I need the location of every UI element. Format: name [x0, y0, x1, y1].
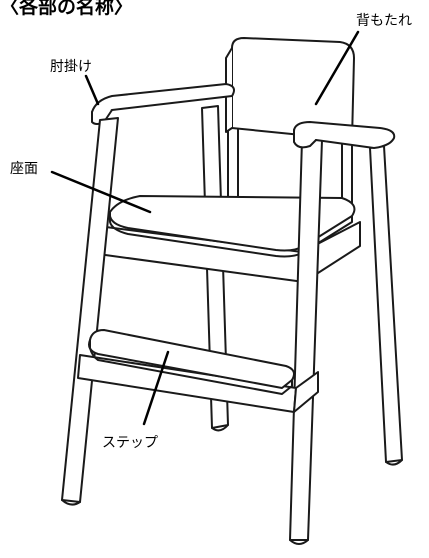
- backrest-panel: [231, 37, 355, 141]
- label-backrest: 背もたれ: [356, 13, 412, 29]
- leader-step: [142, 350, 170, 426]
- leader-armrest: [84, 74, 100, 106]
- seat-cushion: [108, 195, 356, 252]
- back-right-leg: [369, 145, 403, 463]
- label-seat: 座面: [10, 161, 38, 177]
- label-step: ステップ: [102, 435, 158, 451]
- page-title: 〈各部の名称〉: [0, 0, 134, 18]
- step-rail-side: [293, 371, 319, 413]
- leader-backrest: [314, 30, 360, 106]
- leader-seat: [50, 170, 152, 214]
- label-armrest: 肘掛け: [50, 59, 92, 75]
